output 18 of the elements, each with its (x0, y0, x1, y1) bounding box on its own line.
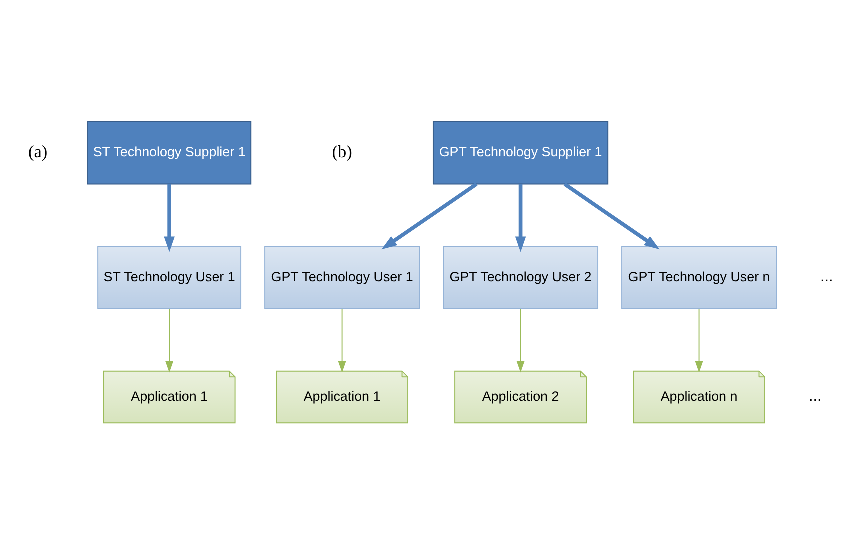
label: ... (808, 388, 822, 405)
arrow (338, 308, 346, 373)
arrow (382, 182, 478, 250)
node-box: GPT Technology User 2 (443, 246, 599, 310)
label: (a) (28, 142, 48, 162)
node-box: ST Technology User 1 (98, 246, 242, 310)
arrow (166, 308, 174, 373)
label: (b) (332, 142, 352, 162)
label: ... (820, 268, 834, 286)
node-box: GPT Technology Supplier 1 (432, 121, 609, 185)
node-box: GPT Technology User 1 (264, 246, 420, 310)
node-box: ST Technology Supplier 1 (88, 121, 252, 185)
node-box: GPT Technology User n (622, 246, 777, 310)
arrow (695, 308, 704, 373)
arrow (515, 184, 526, 252)
arrow (164, 184, 175, 252)
arrow (564, 182, 660, 250)
arrow (516, 308, 525, 373)
